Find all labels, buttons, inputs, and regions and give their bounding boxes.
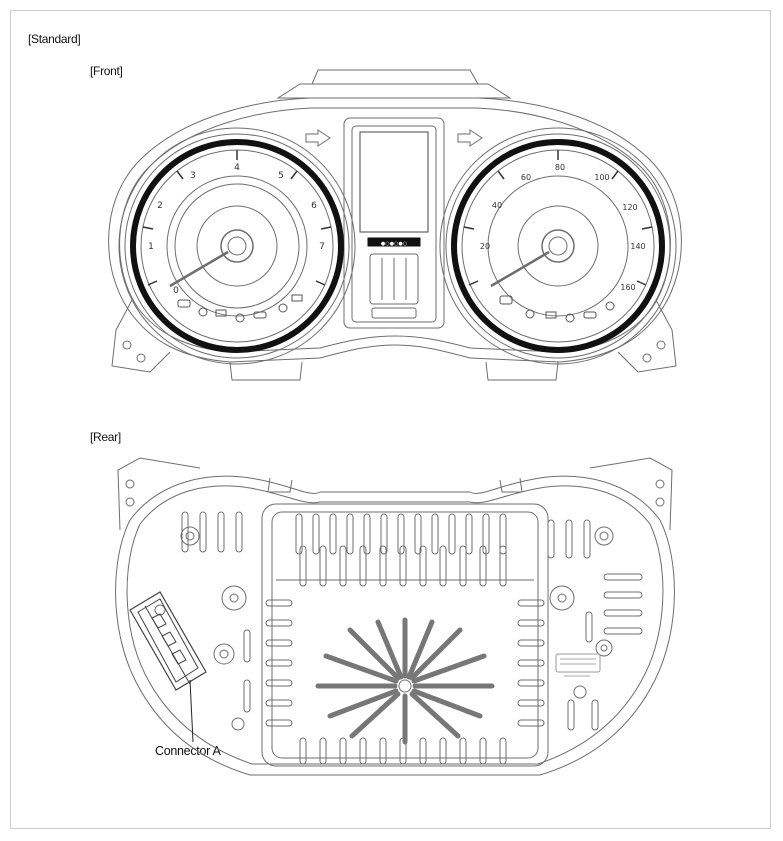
- tach-label: 5: [278, 171, 284, 181]
- svg-text:●○●○●○: ●○●○●○: [381, 241, 407, 247]
- rear-bottom-slots: [299, 737, 507, 765]
- speedometer-hub: [541, 229, 575, 263]
- front-housing-outer: [108, 97, 682, 363]
- rear-radial-ribs: [315, 617, 495, 745]
- rear-mount-ear-right: [589, 457, 673, 531]
- connector-leader-line: [189, 679, 194, 743]
- rear-upper-slots: [299, 545, 507, 587]
- speed-label: 160: [620, 283, 635, 292]
- rear-right-features: [547, 519, 643, 731]
- tachometer-needle: [169, 250, 229, 288]
- left-turn-arrow-icon: [305, 129, 331, 147]
- speed-label: 100: [594, 173, 609, 182]
- standard-label: [Standard]: [28, 32, 81, 46]
- tach-label: 7: [319, 242, 325, 252]
- front-visor: [311, 69, 479, 85]
- front-mount-tab-left: [111, 299, 171, 373]
- tach-label: 6: [311, 201, 317, 211]
- rear-top-slots: [295, 513, 507, 555]
- right-turn-arrow-icon: [457, 129, 483, 147]
- tachometer-hub: [220, 229, 254, 263]
- speedometer-warning-icons: [499, 295, 615, 323]
- speedometer-numerals: 20 40 60 80 100 120 140 160: [480, 163, 646, 292]
- speedometer-ticks: [463, 150, 653, 286]
- tach-label: 4: [234, 163, 240, 173]
- front-view-label: [Front]: [90, 64, 123, 78]
- tachometer-warning-icons: [177, 294, 303, 323]
- rear-center-board: [261, 503, 549, 767]
- rear-view-label: [Rear]: [90, 430, 121, 444]
- speed-label: 60: [521, 173, 531, 182]
- tachometer-gauge: [118, 127, 356, 365]
- center-lcd: [359, 131, 429, 233]
- speedometer-needle: [490, 250, 550, 288]
- connector-a: [129, 591, 207, 691]
- rear-housing-inner: [126, 485, 664, 765]
- speed-label: 40: [492, 201, 502, 210]
- speedometer-gauge: [439, 127, 677, 365]
- rear-left-screw-boss: [221, 585, 247, 611]
- front-view: ●○●○●○: [108, 69, 682, 381]
- center-display-bezel: [343, 117, 445, 329]
- speed-label: 120: [622, 203, 637, 212]
- rear-mount-ear-left: [117, 457, 201, 531]
- rear-view: [115, 457, 675, 776]
- rear-left-features: [154, 511, 251, 731]
- figure-frame: [10, 10, 771, 829]
- rear-side-slots: [265, 599, 545, 727]
- rear-right-screw-boss: [549, 585, 575, 611]
- tachometer-numerals: 0 1 2 3 4 5 6 7: [148, 163, 325, 296]
- speed-label: 140: [630, 242, 645, 251]
- front-mount-tab-right: [617, 299, 677, 373]
- connector-a-label: Connector A: [155, 744, 221, 758]
- speed-label: 80: [555, 163, 565, 172]
- tachometer-ring: [130, 139, 344, 353]
- speed-label: 20: [480, 242, 490, 251]
- speedometer-ring: [451, 139, 665, 353]
- tach-label: 0: [173, 286, 179, 296]
- rear-housing-outer: [115, 475, 675, 776]
- tach-label: 3: [190, 171, 196, 181]
- tach-label: 2: [157, 201, 163, 211]
- tach-label: 1: [148, 242, 154, 252]
- tachometer-ticks: [142, 150, 332, 286]
